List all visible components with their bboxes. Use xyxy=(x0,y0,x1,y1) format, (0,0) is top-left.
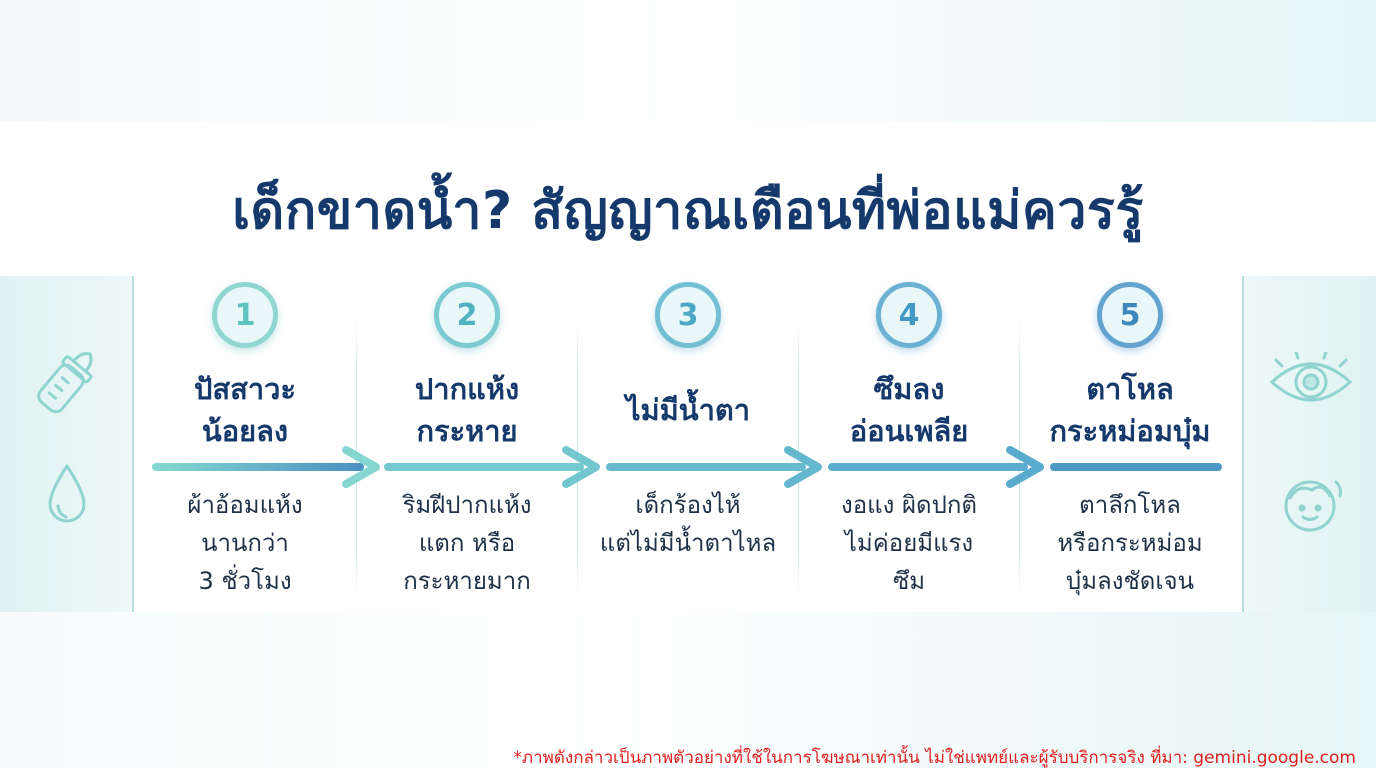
left-side-panel xyxy=(0,276,134,612)
bottom-background xyxy=(0,612,1376,768)
step-title: ตาโหล กระหม่อมบุ๋ม xyxy=(1049,372,1211,448)
right-side-panel xyxy=(1242,276,1376,612)
step-title: ปากแห้ง กระหาย xyxy=(414,372,520,448)
step-3: 3 ไม่มีน้ำตา เด็กร้องไห้ แต่ไม่มีน้ำตาไห… xyxy=(577,282,799,602)
title-band xyxy=(0,122,1376,276)
step-title: ซึมลง อ่อนเพลีย xyxy=(849,372,969,448)
step-description: ผ้าอ้อมแห้ง นานกว่า 3 ชั่วโมง xyxy=(187,491,303,595)
step-description: ริมฝีปากแห้ง แตก หรือ กระหายมาก xyxy=(402,491,532,595)
arrow-segment-2 xyxy=(384,446,600,488)
step-2: 2 ปากแห้ง กระหาย ริมฝีปากแห้ง แตก หรือ ก… xyxy=(356,282,578,602)
arrow-segment-4 xyxy=(828,446,1044,488)
eye-icon xyxy=(1269,352,1353,402)
step-description: เด็กร้องไห้ แต่ไม่มีน้ำตาไหล xyxy=(599,491,777,557)
step-4: 4 ซึมลง อ่อนเพลีย งอแง ผิดปกติ ไม่ค่อยมี… xyxy=(798,282,1020,602)
step-description: งอแง ผิดปกติ ไม่ค่อยมีแรง ซึม xyxy=(841,491,977,595)
disclaimer-footnote: *ภาพดังกล่าวเป็นภาพตัวอย่างที่ใช้ในการโฆ… xyxy=(513,748,1356,768)
step-1: 1 ปัสสาวะ น้อยลง ผ้าอ้อมแห้ง นานกว่า 3 ช… xyxy=(134,282,356,602)
step-number-badge: 1 xyxy=(212,282,278,348)
arrow-segment-1 xyxy=(152,446,380,488)
arrow-segment-3 xyxy=(606,446,822,488)
baby-face-icon xyxy=(1284,480,1342,532)
progress-arrows xyxy=(152,446,1222,488)
water-drop-icon xyxy=(48,464,86,523)
step-number-badge: 3 xyxy=(655,282,721,348)
baby-bottle-icon xyxy=(37,352,93,414)
top-background xyxy=(0,0,1376,122)
step-title: ไม่มีน้ำตา xyxy=(625,393,751,427)
arrow-segment-5 xyxy=(1050,463,1222,471)
step-5: 5 ตาโหล กระหม่อมบุ๋ม ตาลึกโหล หรือกระหม่… xyxy=(1019,282,1241,602)
step-number-badge: 2 xyxy=(434,282,500,348)
step-number-badge: 4 xyxy=(876,282,942,348)
step-description: ตาลึกโหล หรือกระหม่อม บุ๋มลงชัดเจน xyxy=(1057,491,1203,595)
page-title: เด็กขาดน้ำ? สัญญาณเตือนที่พ่อแม่ควรรู้ xyxy=(232,181,1144,241)
step-title: ปัสสาวะ น้อยลง xyxy=(194,372,296,448)
step-number-badge: 5 xyxy=(1097,282,1163,348)
